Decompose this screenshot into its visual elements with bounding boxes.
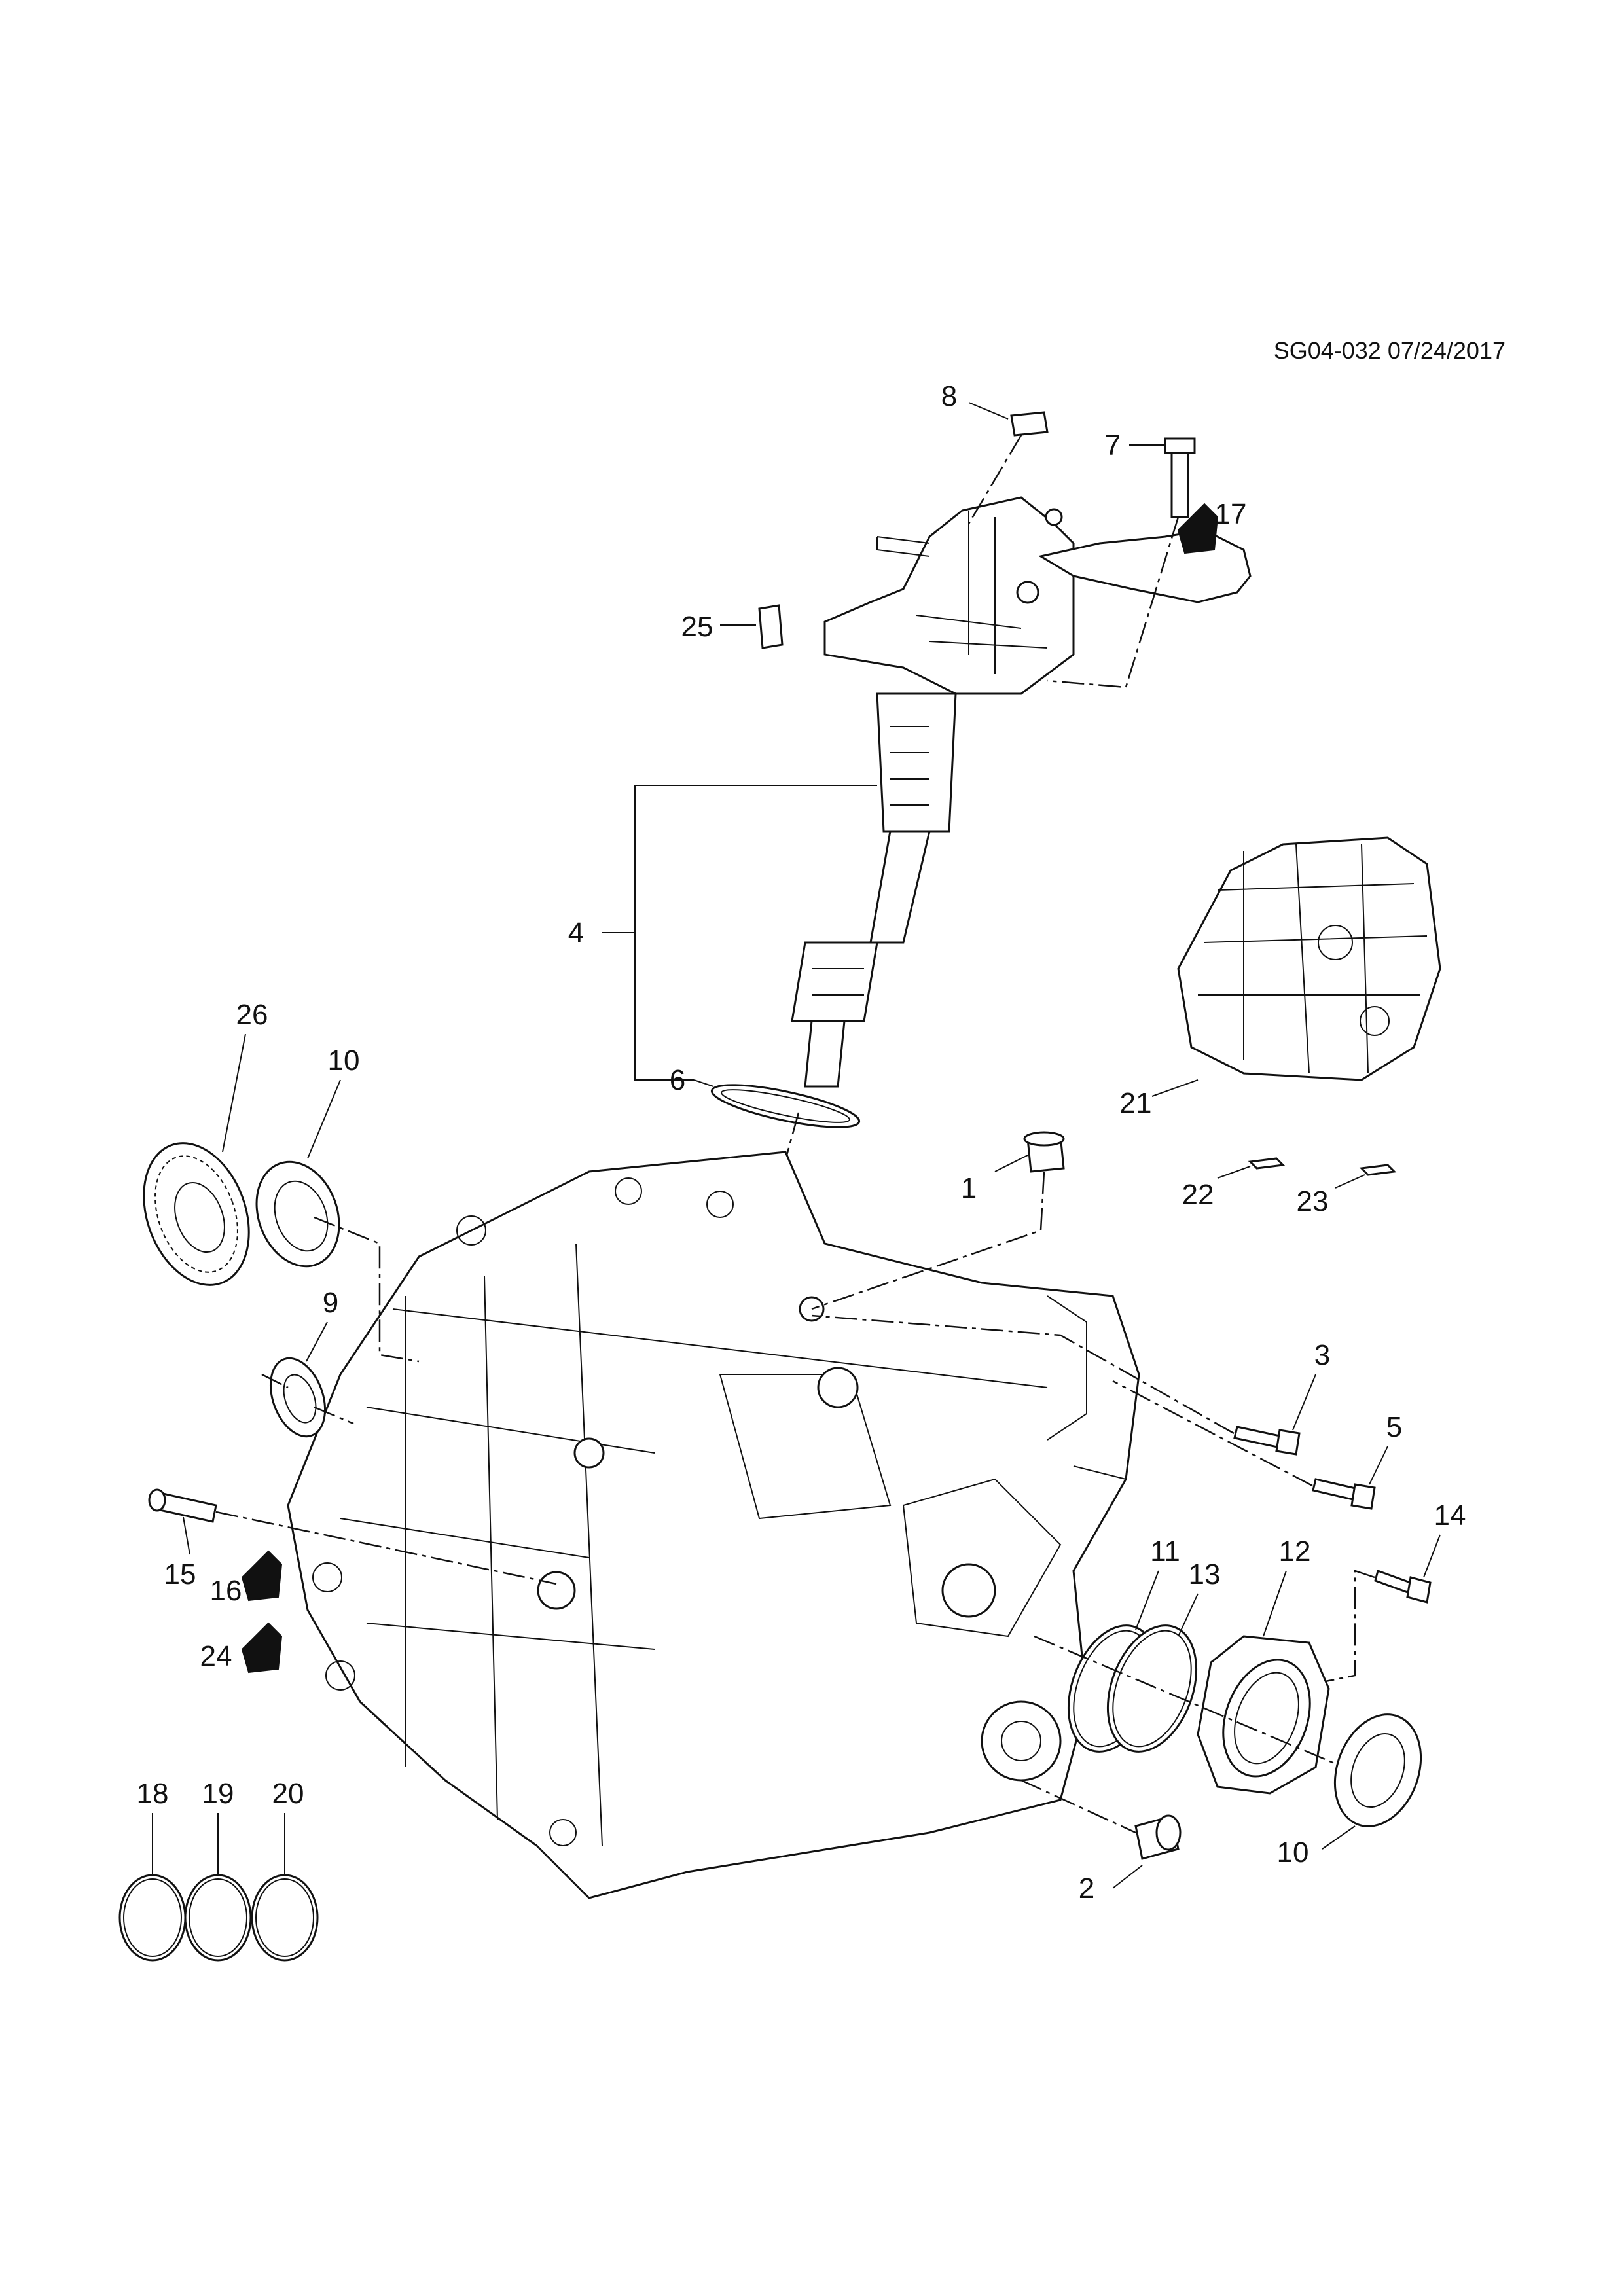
callout-18: 18 bbox=[137, 1778, 169, 1810]
callout-10-left: 10 bbox=[328, 1045, 360, 1077]
part-19-ring bbox=[184, 1813, 252, 1962]
part-8-cap bbox=[967, 402, 1049, 524]
callout-24: 24 bbox=[200, 1640, 232, 1672]
callout-15: 15 bbox=[164, 1558, 196, 1590]
callout-8: 8 bbox=[941, 380, 957, 412]
part-18-ring bbox=[118, 1813, 187, 1962]
callout-1: 1 bbox=[961, 1172, 977, 1204]
part-2-plug bbox=[1020, 1779, 1182, 1889]
callout-13: 13 bbox=[1189, 1558, 1221, 1590]
part-7-bolt bbox=[1047, 437, 1196, 689]
part-12-flange bbox=[1034, 1570, 1375, 1795]
callout-2: 2 bbox=[1079, 1873, 1094, 1905]
callout-5: 5 bbox=[1386, 1411, 1402, 1443]
arrow-16 bbox=[241, 1550, 283, 1602]
callout-11: 11 bbox=[1150, 1535, 1180, 1568]
callout-9: 9 bbox=[323, 1287, 338, 1319]
callout-12: 12 bbox=[1279, 1535, 1311, 1568]
transmission-housing bbox=[287, 1151, 1140, 1899]
part-1-plug bbox=[811, 1131, 1065, 1310]
part-10-seal-left bbox=[255, 1079, 420, 1363]
document-id-date: SG04-032 07/24/2017 bbox=[1274, 337, 1506, 364]
part-13-o-ring bbox=[1106, 1593, 1199, 1753]
part-21-transmission-thumbnail bbox=[1151, 836, 1441, 1097]
part-9-seal bbox=[261, 1321, 354, 1438]
callout-21: 21 bbox=[1120, 1087, 1152, 1119]
shift-control-assembly bbox=[602, 496, 1252, 1088]
callout-20: 20 bbox=[272, 1778, 304, 1810]
callout-3: 3 bbox=[1314, 1339, 1330, 1371]
callout-14: 14 bbox=[1434, 1499, 1466, 1532]
part-26-differential-gear bbox=[143, 1033, 250, 1286]
part-25-clip bbox=[720, 604, 784, 649]
callout-10-right: 10 bbox=[1277, 1837, 1309, 1869]
part-5-bolt bbox=[1112, 1380, 1388, 1510]
callout-19: 19 bbox=[202, 1778, 234, 1810]
part-15-sensor bbox=[148, 1488, 557, 1585]
callout-26: 26 bbox=[236, 999, 268, 1031]
callout-25: 25 bbox=[681, 611, 713, 643]
callout-7: 7 bbox=[1105, 429, 1121, 461]
callout-6: 6 bbox=[670, 1064, 685, 1096]
part-14-bolt bbox=[1322, 1534, 1441, 1683]
arrow-17 bbox=[1177, 503, 1219, 554]
part-10-seal-right bbox=[1322, 1713, 1422, 1850]
arrow-24 bbox=[241, 1622, 283, 1674]
callout-4: 4 bbox=[568, 917, 584, 949]
callout-23: 23 bbox=[1297, 1185, 1329, 1217]
part-23-shim bbox=[1335, 1164, 1397, 1189]
callout-16: 16 bbox=[210, 1575, 242, 1607]
part-22-shim bbox=[1217, 1157, 1286, 1179]
part-20-ring bbox=[251, 1813, 319, 1962]
part-3-bolt bbox=[811, 1314, 1316, 1456]
callout-17: 17 bbox=[1215, 498, 1247, 530]
callout-labels: 1 2 3 4 5 6 7 8 9 10 10 11 12 13 14 15 1… bbox=[137, 380, 1466, 1905]
callout-22: 22 bbox=[1182, 1179, 1214, 1211]
